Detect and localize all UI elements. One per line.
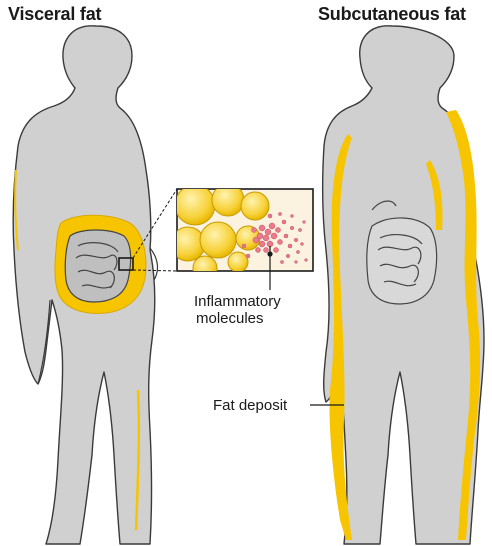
left-body-figure — [13, 26, 177, 544]
inflammatory-molecules-label: Inflammatory molecules — [194, 293, 281, 327]
inflammatory-label-line2: molecules — [194, 310, 281, 327]
right-body-figure — [310, 26, 484, 544]
left-intestines — [65, 230, 130, 302]
inflammatory-label-line1: Inflammatory — [194, 293, 281, 310]
fat-deposit-label: Fat deposit — [213, 397, 287, 414]
magnified-inset — [171, 184, 313, 290]
